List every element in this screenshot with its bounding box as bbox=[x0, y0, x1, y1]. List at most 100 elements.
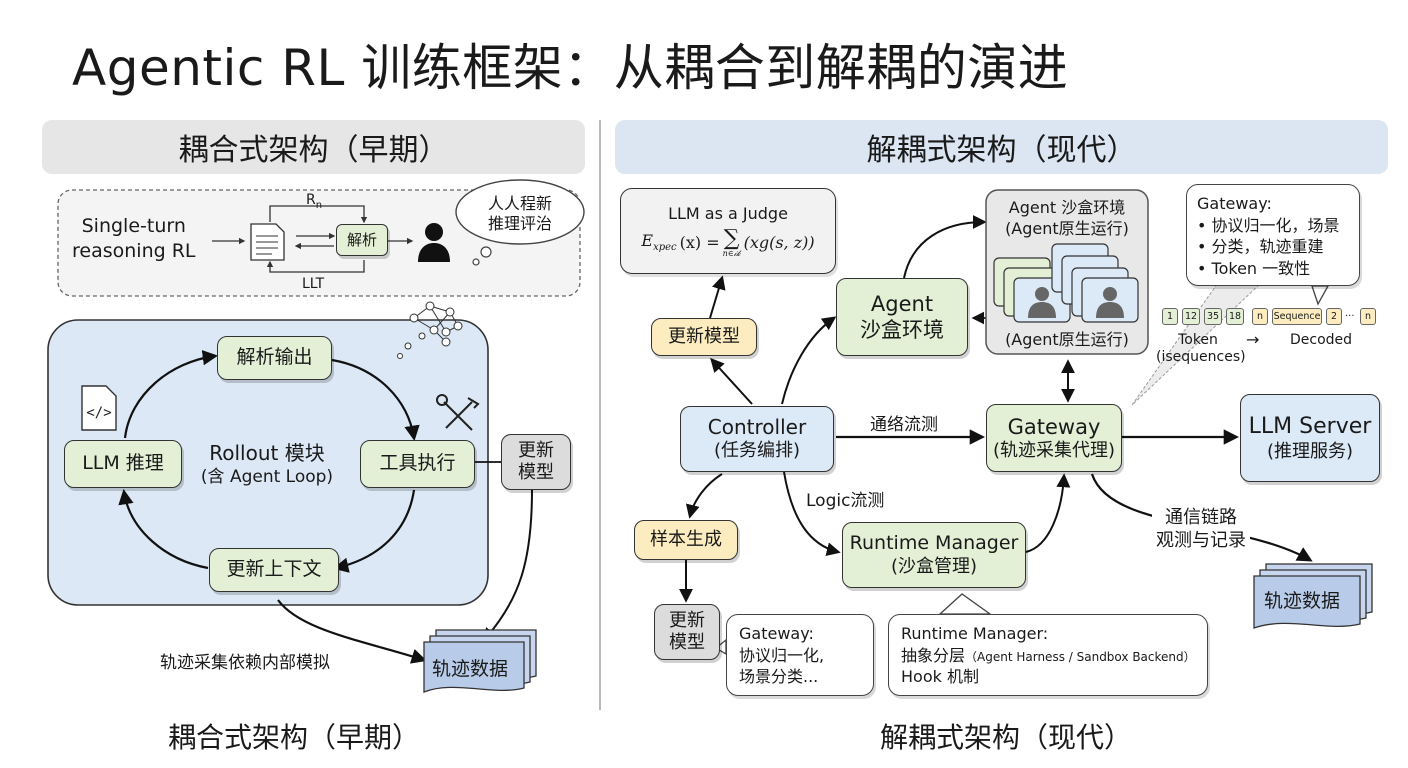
controller-line1: Controller bbox=[707, 415, 807, 440]
tools-icon bbox=[436, 394, 480, 431]
tool-exec-box: 工具执行 bbox=[360, 440, 475, 488]
rollout-title: Rollout 模块 bbox=[209, 441, 325, 465]
left-update-model-box: 更新 模型 bbox=[501, 434, 571, 490]
controller-box: Controller (任务编排) bbox=[680, 406, 834, 472]
update-model-2-box: 更新 模型 bbox=[654, 604, 720, 660]
arrow-llm-to-parse bbox=[123, 350, 219, 439]
rn-label: Rn bbox=[306, 192, 322, 211]
update-model-2-line2: 模型 bbox=[669, 632, 705, 653]
observe-label: 通信链路 观测与记录 bbox=[1152, 506, 1250, 553]
left-panel-header-text: 耦合式架构（早期） bbox=[178, 133, 449, 168]
formula-rhs: (xg(s, z)) bbox=[743, 233, 815, 252]
arrow-tool-to-ctx bbox=[332, 489, 416, 573]
left-panel-header: 耦合式架构（早期） bbox=[42, 120, 585, 174]
left-update-model-line1: 更新 bbox=[518, 439, 554, 461]
parse-output-label: 解析输出 bbox=[236, 346, 313, 369]
single-turn-parse-box: 解析 bbox=[336, 224, 388, 256]
arrow-ctrl-to-sample bbox=[685, 473, 723, 519]
observe-line2: 观测与记录 bbox=[1156, 530, 1246, 552]
rn-letter: R bbox=[306, 192, 316, 208]
llm-infer-label: LLM 推理 bbox=[82, 452, 164, 475]
single-turn-label: Single-turn reasoning RL bbox=[72, 214, 196, 263]
runtime-line1: Runtime Manager bbox=[849, 531, 1019, 554]
observe-line1: 通信链路 bbox=[1165, 507, 1237, 528]
token-3: 35 bbox=[1204, 308, 1222, 325]
sandbox-group-title-1: Agent 沙盒环境 bbox=[1008, 198, 1126, 217]
runtime-note-pointer bbox=[938, 593, 993, 615]
thought-bubble bbox=[455, 179, 585, 245]
code-file-icon: </> bbox=[81, 385, 117, 431]
rt-note-line1: Runtime Manager: bbox=[901, 624, 1049, 643]
logic-flow-label: Logic流测 bbox=[806, 491, 885, 511]
single-turn-container bbox=[57, 189, 581, 297]
thought-line-1: 人人程新 bbox=[487, 194, 552, 213]
update-model-2-line1: 更新 bbox=[669, 609, 705, 631]
gateway-callout-tail bbox=[1311, 285, 1330, 306]
decoded-4: ... bbox=[1345, 308, 1355, 319]
arrow-parse-to-tool bbox=[331, 358, 420, 442]
gateway-callout-item-1: • 协议归一化，场景 bbox=[1197, 215, 1340, 235]
agent-sandbox-box: Agent 沙盒环境 bbox=[836, 278, 968, 356]
judge-box: LLM as a Judge Expec (x) = ∑ n∈𝒾𝓀 (xg(s,… bbox=[620, 188, 836, 274]
gateway-callout-item-2: • 分类，轨迹重建 bbox=[1197, 237, 1324, 257]
agent-box-line2: 沙盒环境 bbox=[860, 318, 944, 342]
llt-label: LLT bbox=[302, 276, 325, 292]
arrow-update-to-judge bbox=[709, 275, 726, 319]
rollout-center-text: Rollout 模块 (含 Agent Loop) bbox=[192, 440, 342, 488]
single-turn-label-2: reasoning RL bbox=[72, 239, 196, 262]
llm-infer-box: LLM 推理 bbox=[64, 440, 182, 488]
gw-note-line3: 场景分类... bbox=[739, 667, 819, 687]
gateway-line1: Gateway bbox=[1007, 414, 1101, 439]
arrow-llt-loop bbox=[266, 260, 365, 273]
arrow-ctrl-to-runtime bbox=[783, 471, 841, 557]
agent-box-line1: Agent bbox=[870, 291, 934, 316]
arrow-runtime-to-gateway bbox=[1025, 473, 1071, 553]
llm-server-line1: LLM Server bbox=[1248, 414, 1372, 439]
update-context-box: 更新上下文 bbox=[209, 548, 339, 592]
token-label: Token (isequences) bbox=[1156, 332, 1246, 366]
left-update-model-line2: 模型 bbox=[518, 462, 554, 483]
arrow-update-to-traj bbox=[482, 489, 533, 643]
right-traj-data-stack bbox=[1253, 563, 1373, 629]
gw-note-line1: Gateway: bbox=[739, 624, 814, 643]
neural-network-icon bbox=[397, 301, 463, 359]
person-icon bbox=[418, 223, 450, 262]
token-label-2: (isequences) bbox=[1156, 348, 1246, 365]
single-turn-label-1: Single-turn bbox=[81, 215, 186, 237]
update-context-label: 更新上下文 bbox=[226, 558, 322, 581]
token-label-1: Token bbox=[1178, 332, 1218, 348]
decoded-5: n bbox=[1360, 308, 1376, 325]
right-footer: 解耦式架构（现代） bbox=[880, 721, 1133, 754]
judge-formula: Expec (x) = ∑ n∈𝒾𝓀 (xg(s, z)) bbox=[641, 228, 814, 258]
llm-server-line2: (推理服务) bbox=[1266, 440, 1354, 462]
page-title: Agentic RL 训练框架：从耦合到解耦的演进 bbox=[72, 39, 1069, 97]
right-panel-header: 解耦式架构（现代） bbox=[615, 120, 1388, 174]
runtime-line2: (沙盒管理) bbox=[890, 555, 978, 577]
left-traj-data-stack bbox=[423, 629, 537, 693]
runtime-note: Runtime Manager: 抽象分层（Agent Harness / Sa… bbox=[888, 614, 1208, 696]
document-icon bbox=[250, 223, 285, 261]
sandbox-card-stack-right bbox=[1051, 243, 1139, 323]
sandbox-group-title: Agent 沙盒环境 (Agent原生运行) bbox=[986, 198, 1148, 240]
token-2: 12 bbox=[1182, 308, 1200, 325]
formula-lhs: Expec bbox=[641, 231, 677, 254]
thought-text: 人人程新 推理评治 bbox=[470, 194, 570, 234]
controller-line2: (任务编排) bbox=[713, 440, 801, 462]
arrow-ctx-to-llm bbox=[118, 488, 209, 570]
gateway-callout: Gateway: • 协议归一化，场景 • 分类，轨迹重建 • Token 一致… bbox=[1186, 184, 1360, 286]
update-model-label: 更新模型 bbox=[668, 325, 740, 347]
decoded-1: n bbox=[1252, 308, 1268, 325]
rt-note-line2: 抽象分层（Agent Harness / Sandbox Backend） bbox=[901, 645, 1196, 665]
gateway-callout-title: Gateway: bbox=[1197, 194, 1272, 213]
thought-line-2: 推理评治 bbox=[487, 214, 552, 233]
arrow-ctrl-to-agent bbox=[781, 316, 837, 405]
parse-output-box: 解析输出 bbox=[217, 336, 332, 380]
token-arrow: → bbox=[1246, 330, 1260, 349]
gateway-box: Gateway (轨迹采集代理) bbox=[986, 404, 1122, 472]
left-traj-data-label: 轨迹数据 bbox=[432, 658, 509, 680]
decoded-3: 2 bbox=[1326, 308, 1342, 325]
decoded-label: Decoded bbox=[1290, 332, 1353, 348]
right-panel-header-text: 解耦式架构（现代） bbox=[866, 133, 1137, 168]
gateway-line2: (轨迹采集代理) bbox=[992, 439, 1116, 461]
